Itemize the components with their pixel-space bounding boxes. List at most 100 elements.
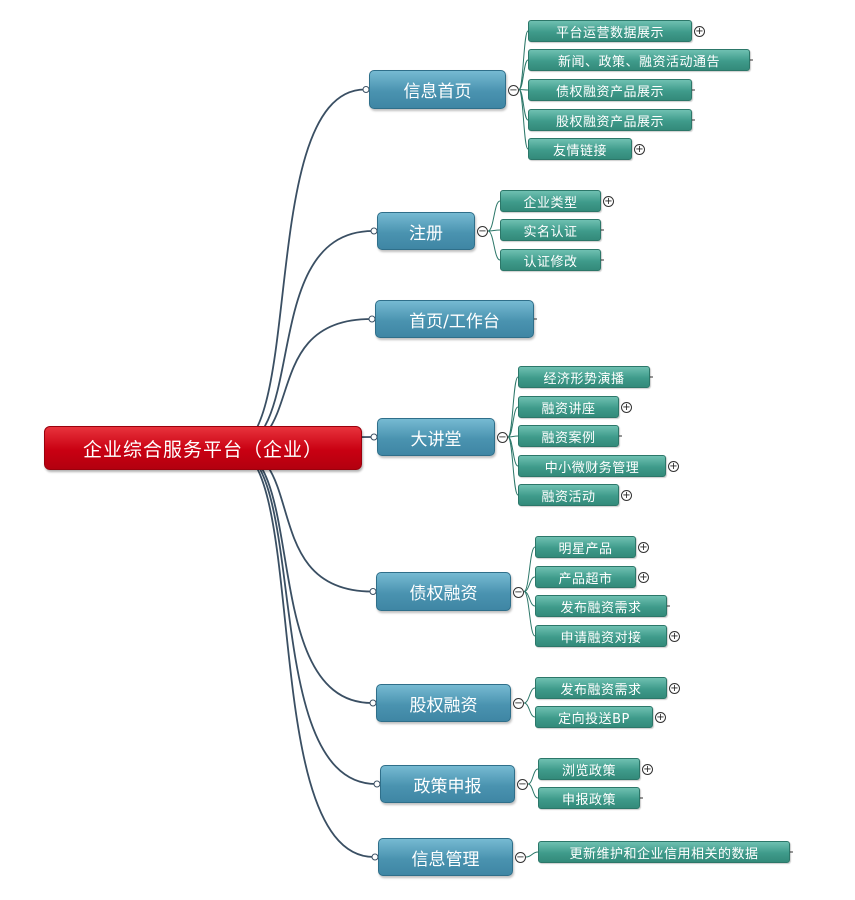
- expand-toggle-b6-0[interactable]: +: [642, 764, 653, 775]
- branch-node-7[interactable]: 信息管理: [378, 838, 513, 876]
- branch-node-0[interactable]: 信息首页: [369, 70, 506, 109]
- branch-node-label: 政策申报: [413, 776, 482, 797]
- leaf-node-b0-0[interactable]: 平台运营数据展示: [528, 20, 692, 42]
- connector-b6-1: [527, 783, 539, 799]
- leaf-node-label: 企业类型: [523, 195, 578, 211]
- connector-root-b0: [231, 88, 366, 449]
- branch-node-3[interactable]: 大讲堂: [377, 418, 495, 456]
- branch-node-label: 注册: [409, 223, 443, 244]
- expand-toggle-b5-0[interactable]: +: [669, 683, 680, 694]
- expand-toggle-b3-1[interactable]: +: [621, 402, 632, 413]
- connector-b4-1: [523, 576, 536, 592]
- leaf-node-b3-2[interactable]: 融资案例: [518, 425, 619, 447]
- root-node-label: 企业综合服务平台（企业）: [82, 438, 323, 461]
- collapse-toggle-b5[interactable]: −: [513, 698, 524, 709]
- leaf-node-label: 平台运营数据展示: [555, 25, 664, 41]
- branch-node-label: 信息管理: [411, 849, 480, 870]
- expand-toggle-b4-1[interactable]: +: [638, 572, 649, 583]
- leaf-node-label: 股权融资产品展示: [555, 114, 664, 130]
- branch-node-6[interactable]: 政策申报: [380, 765, 515, 803]
- leaf-node-b4-3[interactable]: 申请融资对接: [535, 625, 667, 647]
- leaf-node-b4-0[interactable]: 明星产品: [535, 536, 636, 558]
- connector-root-b7: [231, 447, 375, 858]
- branch-node-4[interactable]: 债权融资: [376, 572, 511, 611]
- collapse-toggle-b1[interactable]: −: [477, 226, 488, 237]
- leaf-node-b4-2[interactable]: 发布融资需求: [535, 595, 667, 617]
- collapse-toggle-b7[interactable]: −: [515, 852, 526, 863]
- connector-b4-3: [523, 591, 536, 637]
- leaf-node-label: 融资案例: [541, 430, 596, 446]
- leaf-node-b5-1[interactable]: 定向投送BP: [535, 706, 653, 728]
- leaf-node-label: 中小微财务管理: [544, 460, 640, 476]
- connector-b5-0: [523, 687, 536, 704]
- branch-node-label: 首页/工作台: [409, 311, 500, 332]
- leaf-node-label: 融资讲座: [541, 401, 596, 417]
- expand-toggle-b4-0[interactable]: +: [638, 542, 649, 553]
- connector-b7-0: [525, 851, 539, 858]
- leaf-node-label: 发布融资需求: [560, 600, 642, 616]
- leaf-node-label: 浏览政策: [561, 763, 616, 779]
- branch-node-label: 债权融资: [409, 584, 478, 604]
- leaf-node-b5-0[interactable]: 发布融资需求: [535, 677, 667, 699]
- connector-root-b6: [231, 447, 377, 785]
- collapse-toggle-b0[interactable]: −: [508, 84, 519, 96]
- connector-b1-0: [487, 200, 501, 232]
- connector-root-b1: [231, 230, 374, 449]
- leaf-node-b3-3[interactable]: 中小微财务管理: [518, 455, 666, 477]
- connector-b5-1: [523, 702, 536, 718]
- connector-b0-4: [518, 89, 529, 150]
- leaf-node-b0-3[interactable]: 股权融资产品展示: [528, 109, 692, 131]
- branch-node-label: 大讲堂: [410, 429, 462, 450]
- leaf-node-b6-1[interactable]: 申报政策: [538, 787, 640, 809]
- connector-b3-4: [507, 436, 519, 496]
- connector-b3-1: [507, 406, 519, 438]
- leaf-node-b3-1[interactable]: 融资讲座: [518, 396, 619, 418]
- leaf-node-label: 申报政策: [561, 792, 616, 808]
- leaf-node-label: 实名认证: [523, 224, 578, 240]
- branch-node-2[interactable]: 首页/工作台: [375, 300, 534, 338]
- leaf-node-b1-0[interactable]: 企业类型: [500, 190, 601, 212]
- leaf-node-label: 定向投送BP: [558, 711, 630, 727]
- leaf-node-b1-1[interactable]: 实名认证: [500, 219, 601, 241]
- leaf-node-b6-0[interactable]: 浏览政策: [538, 758, 640, 780]
- leaf-node-label: 申请融资对接: [560, 630, 642, 646]
- expand-toggle-b0-0[interactable]: +: [694, 26, 705, 37]
- leaf-node-b3-0[interactable]: 经济形势演播: [518, 366, 650, 388]
- expand-toggle-b3-4[interactable]: +: [621, 490, 632, 501]
- connector-b0-0: [518, 30, 529, 90]
- collapse-toggle-b6[interactable]: −: [517, 779, 528, 790]
- branch-node-label: 信息首页: [403, 82, 472, 102]
- connector-root-b5: [231, 447, 373, 704]
- leaf-node-label: 新闻、政策、融资活动通告: [557, 54, 720, 70]
- leaf-node-b3-4[interactable]: 融资活动: [518, 484, 619, 506]
- root-node[interactable]: 企业综合服务平台（企业）: [44, 426, 362, 470]
- leaf-node-b0-2[interactable]: 债权融资产品展示: [528, 79, 692, 101]
- leaf-node-label: 明星产品: [558, 541, 613, 557]
- collapse-toggle-b3[interactable]: −: [497, 432, 508, 443]
- expand-toggle-b0-4[interactable]: +: [634, 144, 645, 155]
- connector-b3-2: [507, 435, 519, 438]
- expand-toggle-b3-3[interactable]: +: [668, 461, 679, 472]
- connector-b6-0: [527, 768, 539, 785]
- leaf-node-b7-0[interactable]: 更新维护和企业信用相关的数据: [538, 841, 790, 863]
- branch-node-label: 股权融资: [409, 695, 478, 716]
- expand-toggle-b4-3[interactable]: +: [669, 631, 680, 642]
- collapse-toggle-b4[interactable]: −: [513, 586, 524, 598]
- expand-toggle-b5-1[interactable]: +: [655, 712, 666, 723]
- leaf-node-b0-4[interactable]: 友情链接: [528, 138, 632, 160]
- connector-b0-1: [518, 59, 529, 90]
- leaf-node-b1-2[interactable]: 认证修改: [500, 249, 601, 271]
- connector-b3-0: [507, 376, 519, 438]
- leaf-node-label: 友情链接: [552, 143, 607, 159]
- expand-toggle-b1-0[interactable]: +: [603, 196, 614, 207]
- leaf-node-label: 债权融资产品展示: [555, 84, 664, 100]
- connector-b4-0: [523, 546, 536, 592]
- leaf-node-b0-1[interactable]: 新闻、政策、融资活动通告: [528, 49, 750, 71]
- connector-b1-2: [487, 230, 501, 261]
- leaf-node-label: 发布融资需求: [560, 682, 642, 698]
- leaf-node-b4-1[interactable]: 产品超市: [535, 566, 636, 588]
- leaf-node-label: 产品超市: [558, 571, 613, 587]
- branch-node-5[interactable]: 股权融资: [376, 684, 511, 722]
- branch-node-1[interactable]: 注册: [377, 212, 475, 250]
